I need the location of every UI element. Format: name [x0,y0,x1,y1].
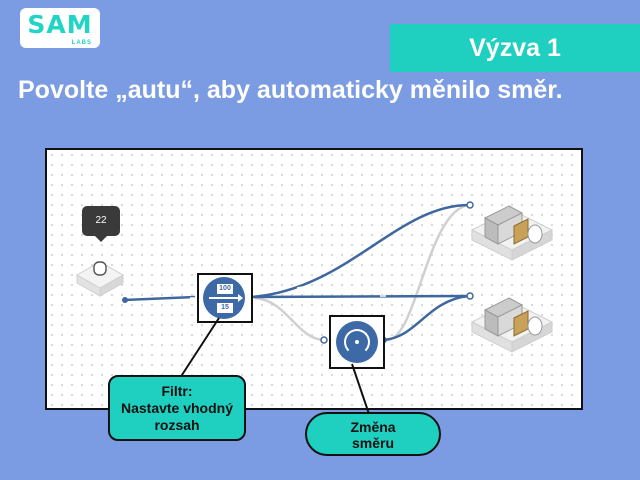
wire-button-to-filter [124,295,196,302]
filter-lower-value: 15 [217,303,233,313]
page-title: Povolte „autu“, aby automaticky měnilo s… [18,76,563,104]
direction-change-node[interactable] [329,315,385,369]
sam-labs-logo: SAM LABS [20,8,100,48]
wire-direction-to-motor-top [386,203,470,342]
value-tooltip: 22 [82,206,120,242]
logo-text: SAM [27,10,93,39]
filter-callout-line1: Nastavte vhodný [120,400,234,416]
filter-callout-line2: rozsah [154,417,200,433]
wire-direction-to-motor-bottom [382,294,470,342]
connector-dot [466,292,474,300]
direction-callout-line2: směru [351,435,395,451]
direction-icon [336,321,378,363]
dial-ring-icon [344,329,370,355]
motor-block-top[interactable] [470,205,554,261]
workspace-canvas[interactable]: 22 100 15 [45,148,583,410]
logo-sub-text: LABS [71,40,92,46]
wires-layer [75,201,554,353]
filter-callout: Filtr: Nastavte vhodný rozsah [108,375,246,441]
challenge-badge: Výzva 1 [390,24,640,72]
wire-filter-to-motor-bottom [250,294,470,299]
arrow-right-icon [209,294,243,302]
filter-icon: 100 15 [203,277,245,319]
connector-dot [122,297,128,303]
button-block[interactable] [75,261,125,297]
connector-dot [466,201,474,209]
button-cap [93,261,107,276]
connector-dot [320,336,328,344]
motor-block-bottom[interactable] [470,297,554,353]
direction-callout-line1: Změna [350,419,396,435]
filter-upper-value: 100 [217,284,233,294]
direction-callout: Změna směru [305,412,441,456]
filter-node[interactable]: 100 15 [197,273,253,323]
filter-callout-title: Filtr: [161,383,193,399]
wire-filter-to-motor-top [250,203,470,299]
wire-filter-to-direction [254,296,326,342]
dial-dot-icon [355,340,359,344]
